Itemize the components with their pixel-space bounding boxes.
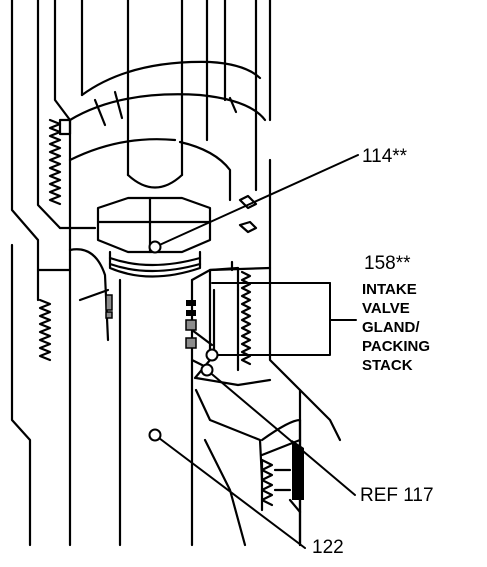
label-158-line-1: INTAKE	[362, 281, 417, 298]
label-158-line-5: STACK	[362, 357, 413, 374]
label-ref-117: REF 117	[360, 485, 434, 506]
left-housing	[10, 0, 97, 547]
packing-gland-body	[68, 248, 272, 387]
label-158-line-4: PACKING	[362, 338, 431, 355]
lower-valve-body	[194, 388, 302, 547]
label-114: 114**	[362, 146, 408, 167]
label-158-line-3: GLAND/	[362, 319, 420, 336]
callout-markers	[148, 240, 219, 442]
marker-114	[148, 240, 162, 254]
thread-shading	[186, 300, 304, 500]
packing-nut	[96, 196, 212, 278]
marker-ref-117	[200, 363, 214, 377]
marker-122	[148, 428, 162, 442]
upper-seat-ring	[68, 60, 267, 202]
label-158-line-2: VALVE	[362, 300, 410, 317]
marker-158	[205, 348, 219, 362]
packing-rings	[105, 294, 197, 349]
label-158: 158**	[364, 253, 411, 274]
right-housing	[205, 0, 342, 547]
label-122: 122	[312, 537, 344, 558]
leader-lines	[154, 154, 359, 549]
